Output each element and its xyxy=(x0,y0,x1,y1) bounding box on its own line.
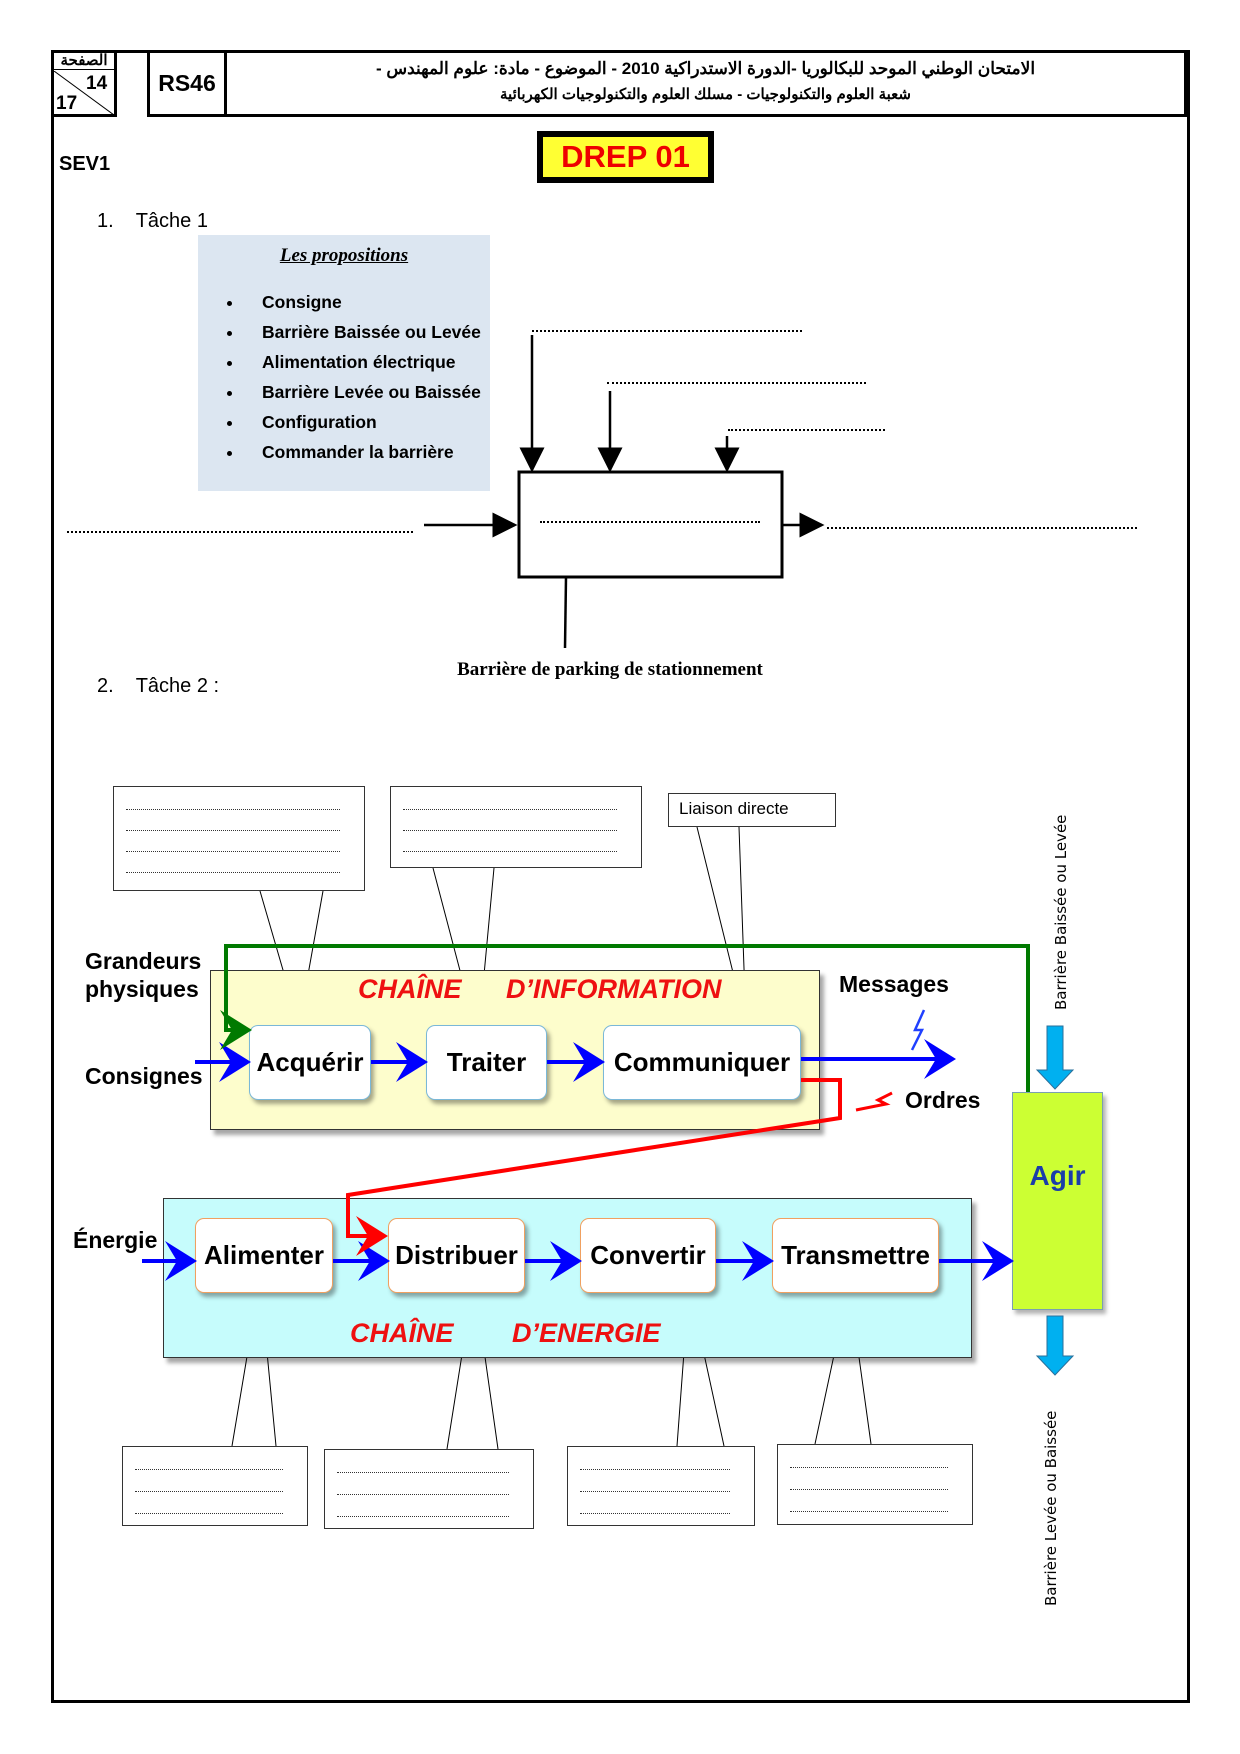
proposition-item: Commander la barrière xyxy=(244,437,490,467)
propositions-title: Les propositions xyxy=(279,245,409,266)
output-messages: Messages xyxy=(839,971,949,997)
task2-number: 2. xyxy=(97,675,114,697)
function-convertir: Convertir xyxy=(580,1218,716,1293)
answer-dots[interactable] xyxy=(67,531,413,533)
answer-dots[interactable] xyxy=(728,429,885,431)
propositions-box: Les propositions Consigne Barrière Baiss… xyxy=(198,235,490,491)
proposition-item: Consigne xyxy=(244,287,490,317)
callout-transmettre[interactable] xyxy=(777,1444,973,1525)
task1-title: Tâche 1 xyxy=(135,210,208,232)
function-communiquer: Communiquer xyxy=(603,1025,801,1100)
proposition-item: Barrière Baissée ou Levée xyxy=(244,317,490,347)
callout-distribuer[interactable] xyxy=(324,1449,534,1529)
function-transmettre: Transmettre xyxy=(772,1218,939,1293)
function-alimenter: Alimenter xyxy=(195,1218,333,1293)
answer-dots[interactable] xyxy=(540,521,760,523)
flow-feedback xyxy=(220,944,1030,1092)
system-label: Barrière de parking de stationnement xyxy=(457,659,763,680)
answer-dots[interactable] xyxy=(827,527,1137,529)
page-number: 14 xyxy=(86,73,108,94)
exam-title-line2: شعبة العلوم والتكنولوجيات - مسلك العلوم … xyxy=(500,86,911,103)
task1-number: 1. xyxy=(97,210,114,232)
doc-ref: DREP 01 xyxy=(541,135,710,179)
page-total: 17 xyxy=(56,93,78,114)
page-number-box: الصفحة 14 17 xyxy=(51,50,117,117)
support-line xyxy=(563,576,568,649)
answer-dots[interactable] xyxy=(607,382,866,384)
energy-chain-title-b: D’ENERGIE xyxy=(512,1318,661,1348)
propositions-list: Consigne Barrière Baissée ou Levée Alime… xyxy=(198,287,490,467)
task2-heading: 2. Tâche 2 : xyxy=(97,675,219,698)
callout-alimenter[interactable] xyxy=(122,1446,308,1526)
callout-convertir[interactable] xyxy=(567,1446,755,1526)
subject-code: RS46 xyxy=(147,50,227,117)
proposition-item: Configuration xyxy=(244,407,490,437)
doc-ref-badge: DREP 01 xyxy=(537,131,714,183)
matter-out-label: Barrière Levée ou Baissée xyxy=(1042,1410,1060,1606)
flow-ordres xyxy=(346,1078,842,1256)
page-label: الصفحة xyxy=(54,51,114,70)
input-energie: Énergie xyxy=(73,1227,158,1253)
input-grandeurs-physiques: Grandeurs physiques xyxy=(85,948,202,1002)
exam-title: الامتحان الوطني الموحد للبكالوريا -الدور… xyxy=(224,50,1187,117)
lightning-messages-icon xyxy=(910,1009,926,1051)
info-chain-title-a: CHAÎNE xyxy=(358,974,462,1004)
session-code: SEV1 xyxy=(59,153,111,175)
matter-out-arrow xyxy=(1035,1315,1075,1376)
task1-heading: 1. Tâche 1 xyxy=(97,210,208,233)
function-distribuer: Distribuer xyxy=(388,1218,525,1293)
function-box xyxy=(517,470,784,579)
function-acquerir: Acquérir xyxy=(249,1025,371,1100)
matter-in-label: Barrière Baissée ou Levée xyxy=(1052,814,1070,1010)
lightning-ordres-icon xyxy=(855,1091,893,1112)
function-agir: Agir xyxy=(1012,1092,1103,1310)
callout-traiter[interactable] xyxy=(390,786,642,868)
answer-dots[interactable] xyxy=(532,330,802,332)
input-consignes: Consignes xyxy=(85,1063,203,1089)
proposition-item: Barrière Levée ou Baissée xyxy=(244,377,490,407)
exam-title-line1: الامتحان الوطني الموحد للبكالوريا -الدور… xyxy=(375,59,1036,78)
energy-chain-title-a: CHAÎNE xyxy=(350,1318,454,1348)
task2-title: Tâche 2 : xyxy=(135,675,220,697)
proposition-item: Alimentation électrique xyxy=(244,347,490,377)
callout-acquerir[interactable] xyxy=(113,786,365,891)
output-ordres: Ordres xyxy=(905,1087,981,1113)
info-chain-title-b: D’INFORMATION xyxy=(506,974,722,1004)
callout-liaison-directe: Liaison directe xyxy=(668,793,836,827)
matter-in-arrow xyxy=(1035,1025,1075,1090)
function-traiter: Traiter xyxy=(426,1025,547,1100)
